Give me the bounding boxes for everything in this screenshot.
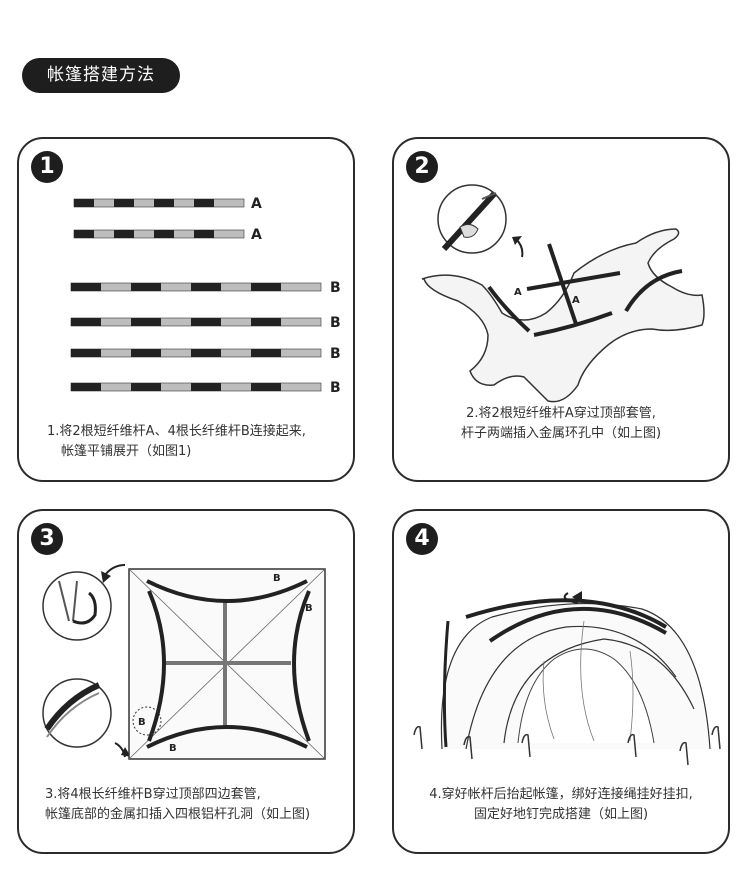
detail-circle-buckle (42, 571, 112, 641)
long-pole-b-1 (70, 282, 322, 292)
pole-label-a-1: A (251, 196, 262, 212)
pole-label-b-2: B (330, 315, 341, 331)
step-3-illustration: B B B B (42, 564, 326, 760)
step-2-caption: 2.将2根短纤维杆A穿过顶部套管, 杆子两端插入金属环孔中（如上图) (460, 406, 662, 441)
long-pole-b-4 (70, 382, 322, 392)
pole-label-b-4: B (330, 380, 341, 396)
pole-label-b-top: B (273, 573, 281, 584)
pole-label-a-2: A (251, 227, 262, 243)
pole-label-b-3: B (330, 346, 341, 362)
pole-a-horizontal (526, 271, 621, 291)
pole-label-b-right: B (305, 603, 313, 614)
pole-label-b-1: B (330, 280, 341, 296)
step-2-panel: 2 A A 2.将2根短纤维杆A穿过顶部套管, 杆子两端插入金属环孔中（如上图) (392, 137, 730, 482)
step-2-number: 2 (406, 151, 438, 183)
step-3-number: 3 (31, 523, 63, 555)
pole-label-a-left: A (514, 287, 522, 298)
step-1-illustration: A A B B B B (70, 196, 341, 396)
step-4-panel: 4 4.穿好帐杆后抬起帐篷，绑好连接绳挂好挂扣, 固定好地钉完成搭建（如上图) (392, 509, 730, 854)
pole-a-vertical (547, 243, 578, 325)
step-1-number: 1 (31, 151, 63, 183)
detail-circle-clip (437, 184, 507, 254)
short-pole-a-2 (73, 229, 245, 239)
long-pole-b-2 (70, 317, 322, 327)
long-pole-b-3 (70, 348, 322, 358)
step-4-illustration (413, 591, 721, 766)
short-pole-a-1 (73, 198, 245, 208)
page-title: 帐篷搭建方法 (22, 58, 180, 93)
step-4-caption: 4.穿好帐杆后抬起帐篷，绑好连接绳挂好挂扣, 固定好地钉完成搭建（如上图) (429, 787, 693, 822)
step-3-panel: 3 B B B B 3.将4根长纤维杆B穿过顶部四边套管, (17, 509, 355, 854)
pole-label-b-bottom: B (169, 743, 177, 754)
pole-label-b-left: B (138, 717, 146, 728)
pole-label-a-center: A (572, 295, 580, 306)
step-1-caption: 1.将2根短纤维杆A、4根长纤维杆B连接起来, 帐篷平铺展开（如图1) (47, 424, 306, 459)
step-3-caption: 3.将4根长纤维杆B穿过顶部四边套管, 帐篷底部的金属扣插入四根铝杆孔洞（如上图… (45, 787, 311, 822)
step-1-panel: 1 A A B B B B 1.将2 (17, 137, 355, 482)
detail-circle-pole-end (42, 678, 112, 748)
step-2-illustration: A A (421, 184, 705, 403)
step-4-number: 4 (406, 523, 438, 555)
